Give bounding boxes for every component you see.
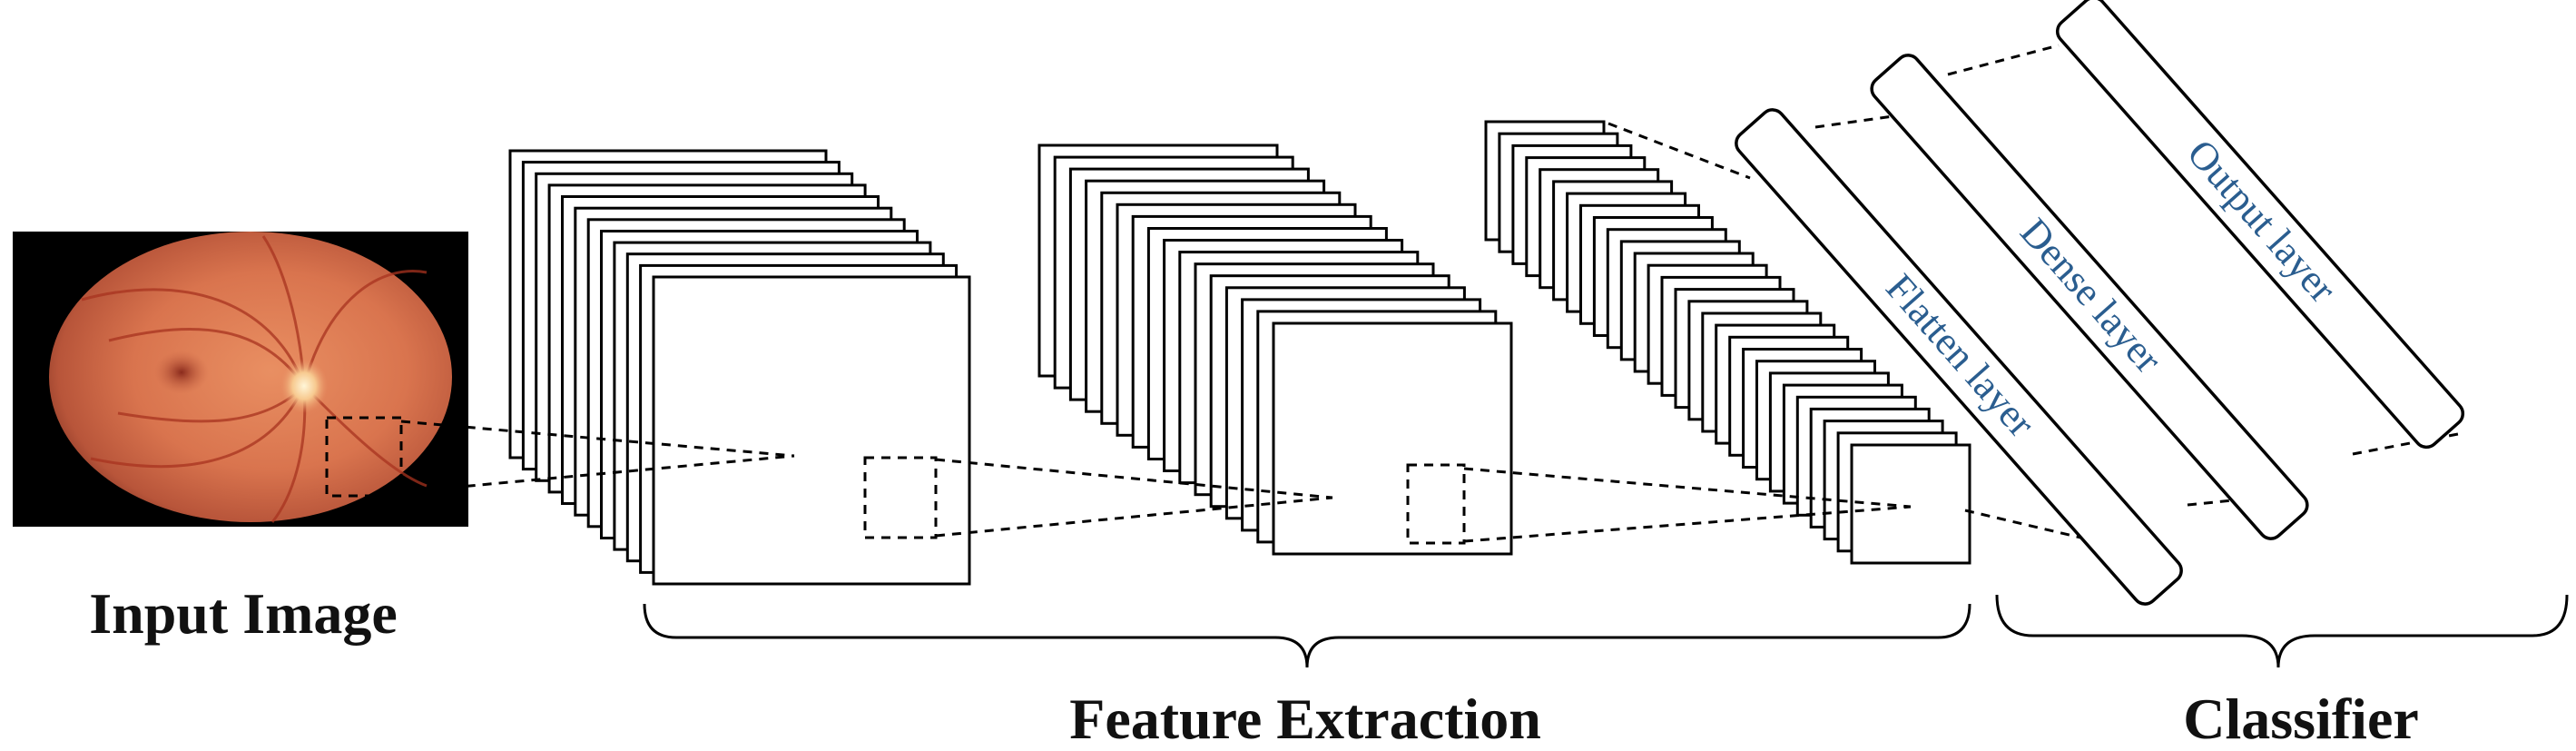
input-image-label: Input Image bbox=[89, 581, 398, 646]
dense-layer-label: Dense layer bbox=[2011, 210, 2170, 381]
stack2-receptive-field bbox=[1406, 463, 1466, 545]
feature-map bbox=[652, 275, 971, 586]
feature-map-stack-3 bbox=[1484, 120, 1971, 565]
output-layer-label: Output layer bbox=[2178, 131, 2345, 311]
feature-map bbox=[1850, 443, 1971, 565]
input-fundus-image bbox=[13, 232, 468, 527]
feature-map-stack-1 bbox=[508, 149, 971, 586]
feature-map-stack-2 bbox=[1037, 143, 1513, 556]
classifier-label: Classifier bbox=[2183, 687, 2419, 751]
classifier-brace bbox=[1995, 594, 2569, 668]
input-receptive-field bbox=[325, 416, 403, 498]
stack1-receptive-field bbox=[863, 456, 938, 539]
output-layer: Output layer bbox=[2055, 0, 2465, 450]
feature-extraction-label: Feature Extraction bbox=[1069, 687, 1541, 751]
feature-extraction-brace bbox=[643, 603, 1971, 668]
feature-map bbox=[1272, 321, 1513, 556]
